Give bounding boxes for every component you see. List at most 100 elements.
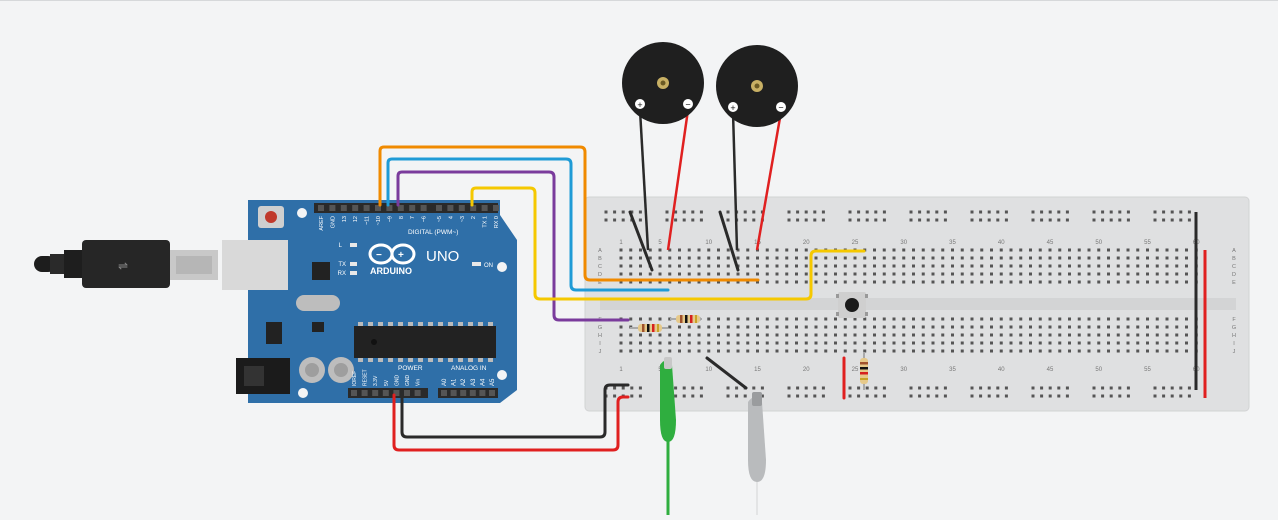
row-letter-left: J <box>599 349 602 355</box>
led-label-tx: TX <box>338 262 346 268</box>
column-number-top: 35 <box>949 240 956 246</box>
column-number-bottom: 25 <box>852 367 859 373</box>
jumper-black-1 <box>628 210 654 272</box>
power-pin-label: IOREF <box>352 371 358 386</box>
column-number-bottom: 55 <box>1144 367 1151 373</box>
power-pin-label: GND <box>405 375 411 387</box>
buzzer-1-minus: − <box>685 100 690 110</box>
row-letter-right: I <box>1233 341 1235 347</box>
column-number-top: 50 <box>1095 240 1102 246</box>
buzzer-1[interactable]: + − <box>622 42 704 251</box>
crystal <box>296 295 340 311</box>
column-number-top: 55 <box>1144 240 1151 246</box>
buzzer-2[interactable]: + − <box>716 45 798 251</box>
breadboard[interactable]: 1510152025303540455055601510152025303540… <box>584 196 1250 412</box>
digital-pin-label: 12 <box>353 216 359 222</box>
buzzer-1-plus: + <box>637 100 642 110</box>
analog-header <box>438 388 498 398</box>
column-number-bottom: 1 <box>619 367 623 373</box>
resistor-2[interactable] <box>670 315 702 323</box>
column-number-bottom: 50 <box>1095 367 1102 373</box>
row-letter-right: J <box>1233 349 1236 355</box>
brand-label: ARDUINO <box>370 266 412 276</box>
led-l <box>350 243 357 247</box>
led-label-rx: RX <box>338 271 346 277</box>
row-letter-left: C <box>598 264 602 270</box>
clip-green[interactable] <box>660 357 676 515</box>
column-number-bottom: 15 <box>754 367 761 373</box>
row-letter-left: H <box>598 333 602 339</box>
wire-orange <box>378 145 760 282</box>
column-number-top: 45 <box>1047 240 1054 246</box>
analog-pin-label: A2 <box>461 378 467 386</box>
led-label-l: L <box>339 243 343 249</box>
column-number-top: 40 <box>998 240 1005 246</box>
column-number-top: 20 <box>803 240 810 246</box>
resistor-3[interactable] <box>860 352 868 390</box>
digital-pin-label: 8 <box>399 216 405 219</box>
row-letter-right: E <box>1232 280 1236 286</box>
digital-pin-label: ~5 <box>437 216 443 222</box>
digital-pin-label: ~9 <box>387 216 393 222</box>
power-pin-label: GND <box>394 375 400 387</box>
power-pin-label: Vin <box>416 379 422 386</box>
usb-socket <box>222 240 288 290</box>
buzzer-2-minus: − <box>778 103 783 113</box>
arduino-logo: − + <box>368 243 416 265</box>
column-number-top: 1 <box>619 240 623 246</box>
led-on <box>472 262 481 266</box>
led-tx <box>350 262 357 266</box>
analog-pin-label: A4 <box>480 378 486 386</box>
power-pin-label: RESET <box>363 369 369 386</box>
jumper-black-2 <box>718 210 740 272</box>
digital-pin-label: ~11 <box>365 216 371 225</box>
wire-red-5v <box>392 393 630 452</box>
clip-gray[interactable] <box>748 392 766 515</box>
column-number-top: 30 <box>900 240 907 246</box>
digital-header-label: DIGITAL (PWM~) <box>408 229 458 236</box>
row-letter-right: A <box>1232 248 1236 254</box>
analog-pin-label: A1 <box>452 378 458 386</box>
row-letter-left: E <box>598 280 602 286</box>
digital-pin-label: ~3 <box>460 216 466 222</box>
column-number-bottom: 40 <box>998 367 1005 373</box>
led-rx <box>350 271 357 275</box>
column-number-bottom: 10 <box>705 367 712 373</box>
digital-pin-label: 2 <box>471 216 477 219</box>
row-letter-left: I <box>599 341 601 347</box>
buzzer-2-plus: + <box>730 103 735 113</box>
usb-cable[interactable]: ⇌ <box>34 240 218 288</box>
digital-pin-label: RX 0 <box>494 216 500 228</box>
canvas-top-border <box>0 0 1278 1</box>
regulator <box>266 322 282 344</box>
row-letter-left: G <box>598 325 602 331</box>
pushbutton[interactable] <box>836 292 868 318</box>
column-number-top: 25 <box>852 240 859 246</box>
wire-black-gnd <box>400 383 630 439</box>
analog-pin-label: A3 <box>471 378 477 386</box>
row-letter-left: B <box>598 256 602 262</box>
digital-pin-label: ~10 <box>376 216 382 225</box>
power-label: POWER <box>398 365 423 372</box>
model-label: UNO <box>426 248 459 265</box>
column-number-top: 10 <box>705 240 712 246</box>
digital-header <box>314 203 498 213</box>
wires[interactable] <box>378 145 866 452</box>
power-pin-label: 3.3V <box>373 375 379 386</box>
center-channel <box>600 298 1236 310</box>
reset-button-cap <box>265 211 277 223</box>
analog-label: ANALOG IN <box>451 365 487 372</box>
digital-pin-label: AREF <box>319 215 325 230</box>
column-number-bottom: 30 <box>900 367 907 373</box>
wire-yellow <box>470 186 866 301</box>
analog-pin-label: A0 <box>442 378 448 386</box>
column-number-top: 5 <box>658 240 662 246</box>
row-letter-left: A <box>598 248 602 254</box>
svg-text:+: + <box>398 250 404 261</box>
row-letter-right: G <box>1232 325 1236 331</box>
resistor-1[interactable] <box>630 324 668 332</box>
row-letter-right: D <box>1232 272 1236 278</box>
